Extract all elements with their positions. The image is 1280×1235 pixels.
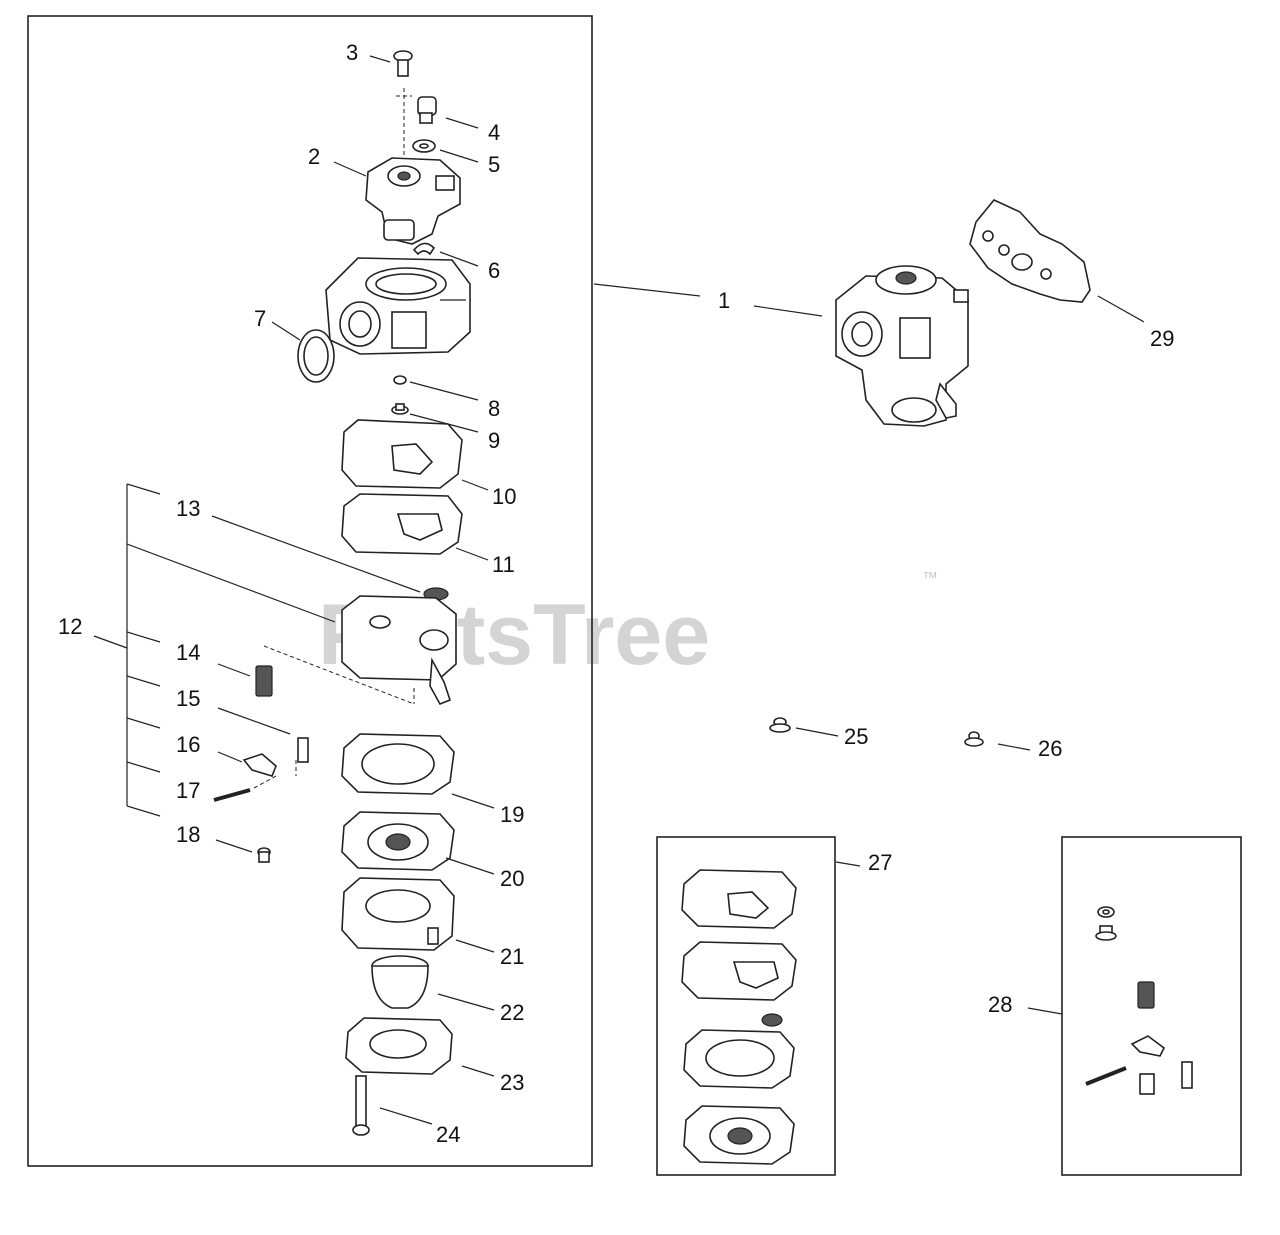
callout-13: 13 (176, 496, 200, 521)
part-25-check-valve (769, 717, 839, 737)
callout-5: 5 (488, 152, 500, 177)
part-18-screw (215, 839, 271, 863)
lead-1a (593, 283, 701, 297)
part-3-screw (369, 50, 413, 77)
callout-17: 17 (176, 778, 200, 803)
part-15-inlet-needle (217, 707, 309, 763)
part-7-o-ring (271, 321, 335, 383)
callout-28: 28 (988, 992, 1012, 1017)
lead-13 (211, 515, 421, 593)
callout-26: 26 (1038, 736, 1062, 761)
callout-10: 10 (492, 484, 516, 509)
lead-1b (753, 305, 823, 317)
callout-14: 14 (176, 640, 200, 665)
part-24-screw (352, 1075, 433, 1136)
main-assembly-frame (27, 15, 593, 1167)
callout-labels: 3 4 2 5 6 1 7 29 8 9 10 13 11 12 14 15 2… (58, 40, 1174, 1147)
callout-18: 18 (176, 822, 200, 847)
callout-1: 1 (718, 288, 730, 313)
part-4-idle-knob (417, 96, 479, 129)
part-20-pump-diaphragm (341, 811, 495, 875)
callout-19: 19 (500, 802, 524, 827)
callout-27: 27 (868, 850, 892, 875)
dash-guide-14 (263, 645, 415, 705)
part-17-pin (213, 775, 277, 802)
part-2-throttle-body (333, 157, 461, 245)
part-16-metering-lever (217, 751, 277, 777)
callout-24: 24 (436, 1122, 460, 1147)
callout-3: 3 (346, 40, 358, 65)
callout-8: 8 (488, 396, 500, 421)
callout-25: 25 (844, 724, 868, 749)
callout-7: 7 (254, 306, 266, 331)
callout-12: 12 (58, 614, 82, 639)
kit-28-frame (1061, 836, 1242, 1176)
part-1-carburetor-assembly (835, 265, 969, 427)
part-11-diaphragm (341, 493, 489, 561)
part-5-washer (412, 139, 479, 163)
group-12-bracket (93, 483, 336, 817)
callout-15: 15 (176, 686, 200, 711)
kit-28-contents (1027, 906, 1193, 1095)
callout-9: 9 (488, 428, 500, 453)
part-23-primer-cover (345, 1017, 495, 1077)
callout-29: 29 (1150, 326, 1174, 351)
part-10-gasket (341, 419, 489, 491)
carburetor-body (325, 257, 471, 355)
callout-21: 21 (500, 944, 524, 969)
part-19-gasket (341, 733, 495, 809)
callout-2: 2 (308, 144, 320, 169)
callout-4: 4 (488, 120, 500, 145)
part-29-insulator-gasket (969, 199, 1145, 323)
pump-body (341, 595, 457, 706)
part-21-cover (341, 877, 495, 953)
callout-6: 6 (488, 258, 500, 283)
kit-27-contents (681, 861, 861, 1165)
callout-20: 20 (500, 866, 524, 891)
callout-11: 11 (492, 552, 515, 577)
callout-23: 23 (500, 1070, 524, 1095)
part-6-e-clip (412, 242, 479, 267)
kit-27-frame (656, 836, 836, 1176)
part-22-primer-bulb (371, 955, 495, 1011)
callout-22: 22 (500, 1000, 524, 1025)
part-26-check-valve (964, 731, 1031, 751)
callout-16: 16 (176, 732, 200, 757)
part-9-check-valve (391, 403, 479, 433)
part-8-washer (393, 375, 479, 401)
watermark-trademark: ™ (922, 570, 938, 587)
part-14-spring (217, 663, 273, 697)
